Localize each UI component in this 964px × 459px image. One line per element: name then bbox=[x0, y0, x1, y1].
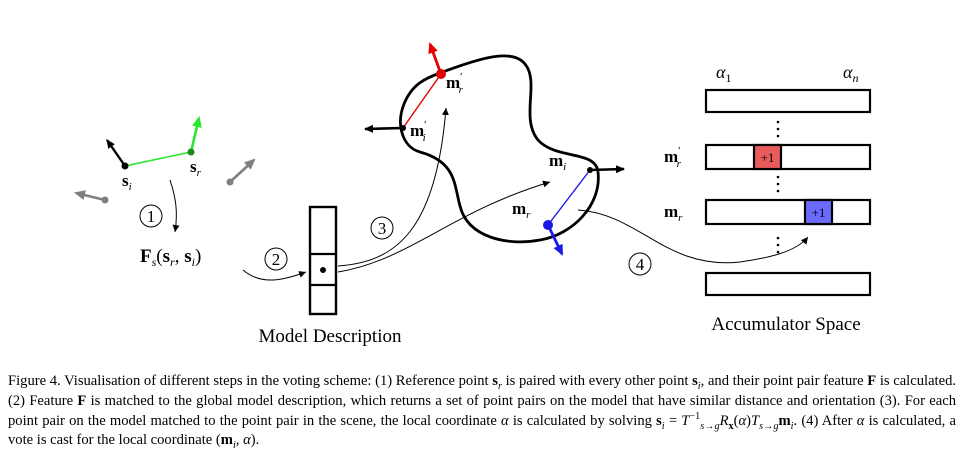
scene-point-pair: si sr bbox=[106, 116, 202, 193]
label-m-i-prime: m′i bbox=[410, 119, 427, 144]
accumulator-row-first bbox=[704, 88, 872, 114]
model-pair-prime: m′r m′i bbox=[364, 42, 464, 144]
step3-marker: 3 bbox=[370, 216, 394, 240]
model-mi-prime-normal bbox=[364, 124, 404, 133]
caption-text-5: is matched to the global model descripti… bbox=[8, 392, 956, 429]
label-m-i: mi bbox=[549, 151, 566, 173]
accumulator-vote-cell-blue bbox=[803, 198, 834, 226]
caption-figure-label: Figure 4. bbox=[8, 373, 61, 389]
scene-sr-point bbox=[187, 148, 195, 156]
model-prime-pair-line bbox=[402, 73, 442, 129]
model-pair: mi mr bbox=[512, 151, 625, 256]
grey-point-right bbox=[226, 178, 234, 186]
caption-text-9: . bbox=[255, 432, 260, 449]
feature-label: Fs(sr, si) bbox=[140, 246, 201, 269]
figure-caption: Figure 4. Visualisation of different ste… bbox=[8, 373, 957, 452]
svg-text:4: 4 bbox=[636, 255, 645, 274]
scene-si-point bbox=[121, 162, 129, 170]
model-mi-normal bbox=[589, 165, 625, 174]
scene-si-normal bbox=[106, 139, 126, 167]
vote-label-red: +1 bbox=[761, 150, 775, 165]
caption-text-1: Visualisation of different steps in the … bbox=[60, 373, 493, 389]
accumulator-vote-cell-red bbox=[752, 143, 783, 171]
model-mr-normal bbox=[546, 224, 564, 256]
label-alpha-n: αn bbox=[843, 62, 858, 85]
step3-arrow-lower bbox=[337, 180, 551, 273]
step1-arrow bbox=[169, 179, 180, 233]
accumulator-row-last bbox=[704, 271, 872, 297]
label-acc-m-r-prime: m′r bbox=[664, 145, 682, 170]
grey-point-left bbox=[101, 196, 109, 204]
scene-sr-normal bbox=[189, 116, 202, 153]
label-acc-m-r: mr bbox=[664, 202, 683, 224]
caption-text-2: is paired with every other point bbox=[501, 373, 693, 389]
step1-marker: 1 bbox=[139, 204, 163, 228]
caption-text-4: is calculated. (2) Feature bbox=[8, 373, 957, 409]
scene-pair-line bbox=[124, 151, 192, 167]
svg-text:1: 1 bbox=[147, 207, 156, 226]
model-mi-prime-point bbox=[400, 125, 406, 131]
model-surface-contour bbox=[399, 54, 600, 244]
step3-arrow-upper bbox=[337, 107, 449, 267]
step4-arrow bbox=[577, 209, 809, 264]
accumulator-row-m-r bbox=[704, 198, 872, 226]
scene-other-points bbox=[74, 158, 256, 204]
step2-arrow bbox=[242, 269, 307, 281]
model-description-table bbox=[308, 205, 338, 316]
label-m-r-prime: m′r bbox=[446, 71, 464, 96]
model-mr-prime-normal bbox=[428, 42, 443, 75]
grey-normal-left bbox=[74, 190, 106, 202]
step4-marker: 4 bbox=[628, 252, 652, 276]
model-mi-point bbox=[587, 167, 593, 173]
accumulator-space-label: Accumulator Space bbox=[711, 314, 860, 335]
svg-text:2: 2 bbox=[272, 250, 281, 269]
label-m-r: mr bbox=[512, 199, 531, 221]
caption-text-7: . (4) After bbox=[793, 412, 857, 429]
accumulator-space: α1 αn +1 m′r +1 mr Accumulator Space bbox=[664, 62, 872, 335]
step2-marker: 2 bbox=[264, 247, 288, 271]
label-s-r: sr bbox=[190, 157, 202, 179]
caption-text-6: is calculated by solving bbox=[508, 412, 657, 429]
accumulator-dots-3 bbox=[776, 236, 780, 254]
grey-normal-right bbox=[229, 158, 256, 183]
accumulator-dots-2 bbox=[776, 175, 780, 193]
svg-text:3: 3 bbox=[378, 219, 387, 238]
label-s-i: si bbox=[122, 171, 132, 193]
model-description-label: Model Description bbox=[258, 326, 402, 347]
model-pair-line bbox=[547, 169, 591, 226]
vote-label-blue: +1 bbox=[812, 205, 826, 220]
accumulator-dots-1 bbox=[776, 120, 780, 138]
model-mr-prime-point bbox=[436, 69, 446, 79]
caption-text-3: , and their point pair feature bbox=[700, 373, 868, 389]
model-entry-dot bbox=[320, 267, 326, 273]
accumulator-row-m-r-prime bbox=[704, 143, 872, 171]
caption-text-8: is calculated, a vote is cast for the lo… bbox=[8, 412, 956, 449]
label-alpha-1: α1 bbox=[716, 62, 731, 85]
model-mr-point bbox=[543, 220, 553, 230]
